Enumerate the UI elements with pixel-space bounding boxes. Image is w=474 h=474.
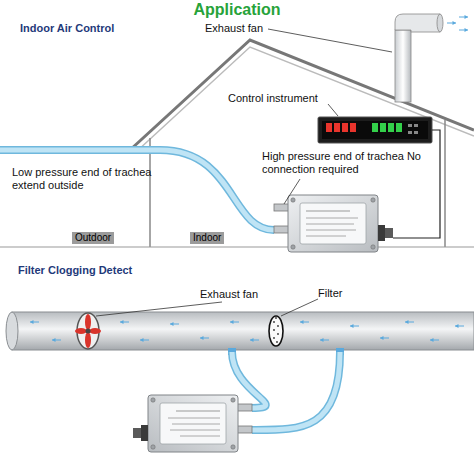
leader-line — [281, 299, 318, 316]
section-heading: Indoor Air Control — [20, 22, 114, 35]
area-label: Outdoor — [75, 232, 111, 243]
signal-wire — [393, 130, 440, 238]
area-tag: Outdoor — [72, 232, 114, 244]
pressure-tube — [0, 150, 274, 230]
area-label: Indoor — [193, 232, 221, 243]
pressure-tube — [252, 352, 340, 430]
pressure-sensor — [133, 395, 252, 452]
leader-line — [284, 179, 300, 204]
pressure-sensor — [274, 195, 393, 252]
air-duct — [6, 312, 474, 350]
pressure-tube — [0, 150, 274, 230]
callout-label: Control instrument — [228, 92, 318, 105]
leader-line — [96, 302, 222, 316]
exhaust-fan-symbol — [75, 313, 101, 349]
control-instrument — [318, 117, 432, 143]
pressure-tube — [252, 352, 340, 430]
callout-label: Exhaust fan — [200, 288, 258, 301]
leader-line — [268, 29, 392, 52]
roof-exhaust-duct — [395, 14, 468, 102]
callout-label: High pressure end of trachea No connecti… — [262, 150, 422, 176]
section-heading: Filter Clogging Detect — [18, 264, 132, 277]
leader-line — [328, 104, 338, 116]
callout-label: Filter — [318, 287, 342, 300]
diagram-title: Application — [0, 0, 474, 19]
callout-label: Low pressure end of trachea extend outsi… — [12, 166, 162, 192]
callout-label: Exhaust fan — [205, 22, 263, 35]
filter-symbol — [269, 316, 283, 346]
area-tag: Indoor — [190, 232, 224, 244]
